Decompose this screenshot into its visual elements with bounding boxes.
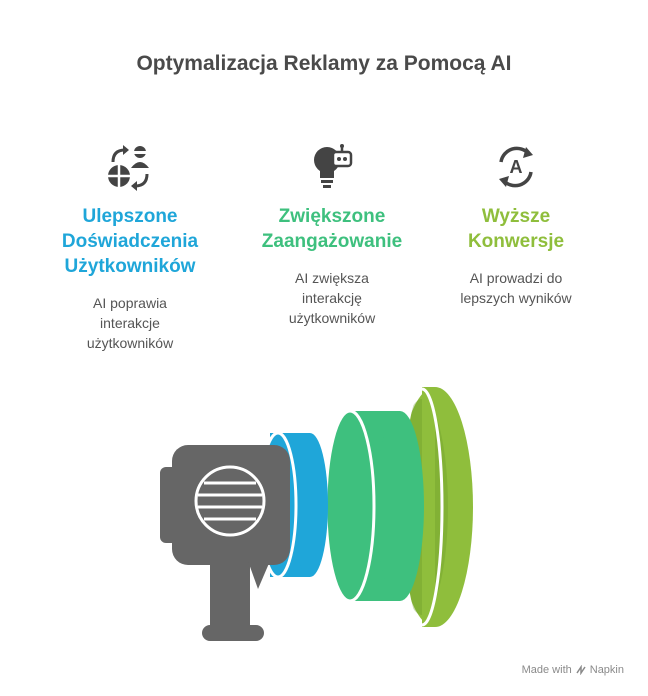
ring-green — [324, 409, 424, 603]
heading-line: Zwiększone — [278, 206, 386, 227]
heading-line: Użytkowników — [64, 256, 196, 277]
brand-text: Napkin — [589, 664, 624, 676]
conversion-cycle-icon: A — [499, 146, 533, 188]
megaphone-body — [160, 445, 290, 641]
made-with-text: Made with — [521, 664, 572, 676]
desc-line: interakcje — [100, 315, 160, 331]
user-exchange-icon — [108, 145, 149, 191]
robot-lightbulb-icon — [314, 144, 353, 188]
desc-line: lepszych wyników — [460, 290, 572, 306]
column-engagement: Zwiększone Zaangażowanie AI zwiększa int… — [232, 140, 432, 328]
desc-line: AI prowadzi do — [469, 270, 563, 286]
heading-line: Konwersje — [467, 231, 565, 252]
desc-line: interakcję — [302, 290, 362, 306]
desc-line: użytkowników — [86, 335, 174, 351]
heading-line: Ulepszone — [82, 206, 178, 227]
heading-line: Wyższe — [481, 206, 551, 227]
heading-line: Zaangażowanie — [261, 231, 403, 252]
desc-line: użytkowników — [288, 310, 376, 326]
svg-text:A: A — [510, 157, 523, 177]
page-title: Optymalizacja Reklamy za Pomocą AI — [136, 52, 512, 75]
napkin-logo-icon — [576, 665, 586, 675]
column-conversions: A Wyższe Konwersje AI prowadzi do lepszy… — [416, 140, 616, 308]
desc-line: AI zwiększa — [295, 270, 369, 286]
heading-line: Doświadczenia — [61, 231, 199, 252]
desc-line: AI poprawia — [93, 295, 167, 311]
column-user-experience: Ulepszone Doświadczenia Użytkowników AI … — [30, 140, 230, 353]
footer-credit: Made with Napkin — [522, 664, 624, 676]
megaphone-illustration — [160, 387, 473, 641]
